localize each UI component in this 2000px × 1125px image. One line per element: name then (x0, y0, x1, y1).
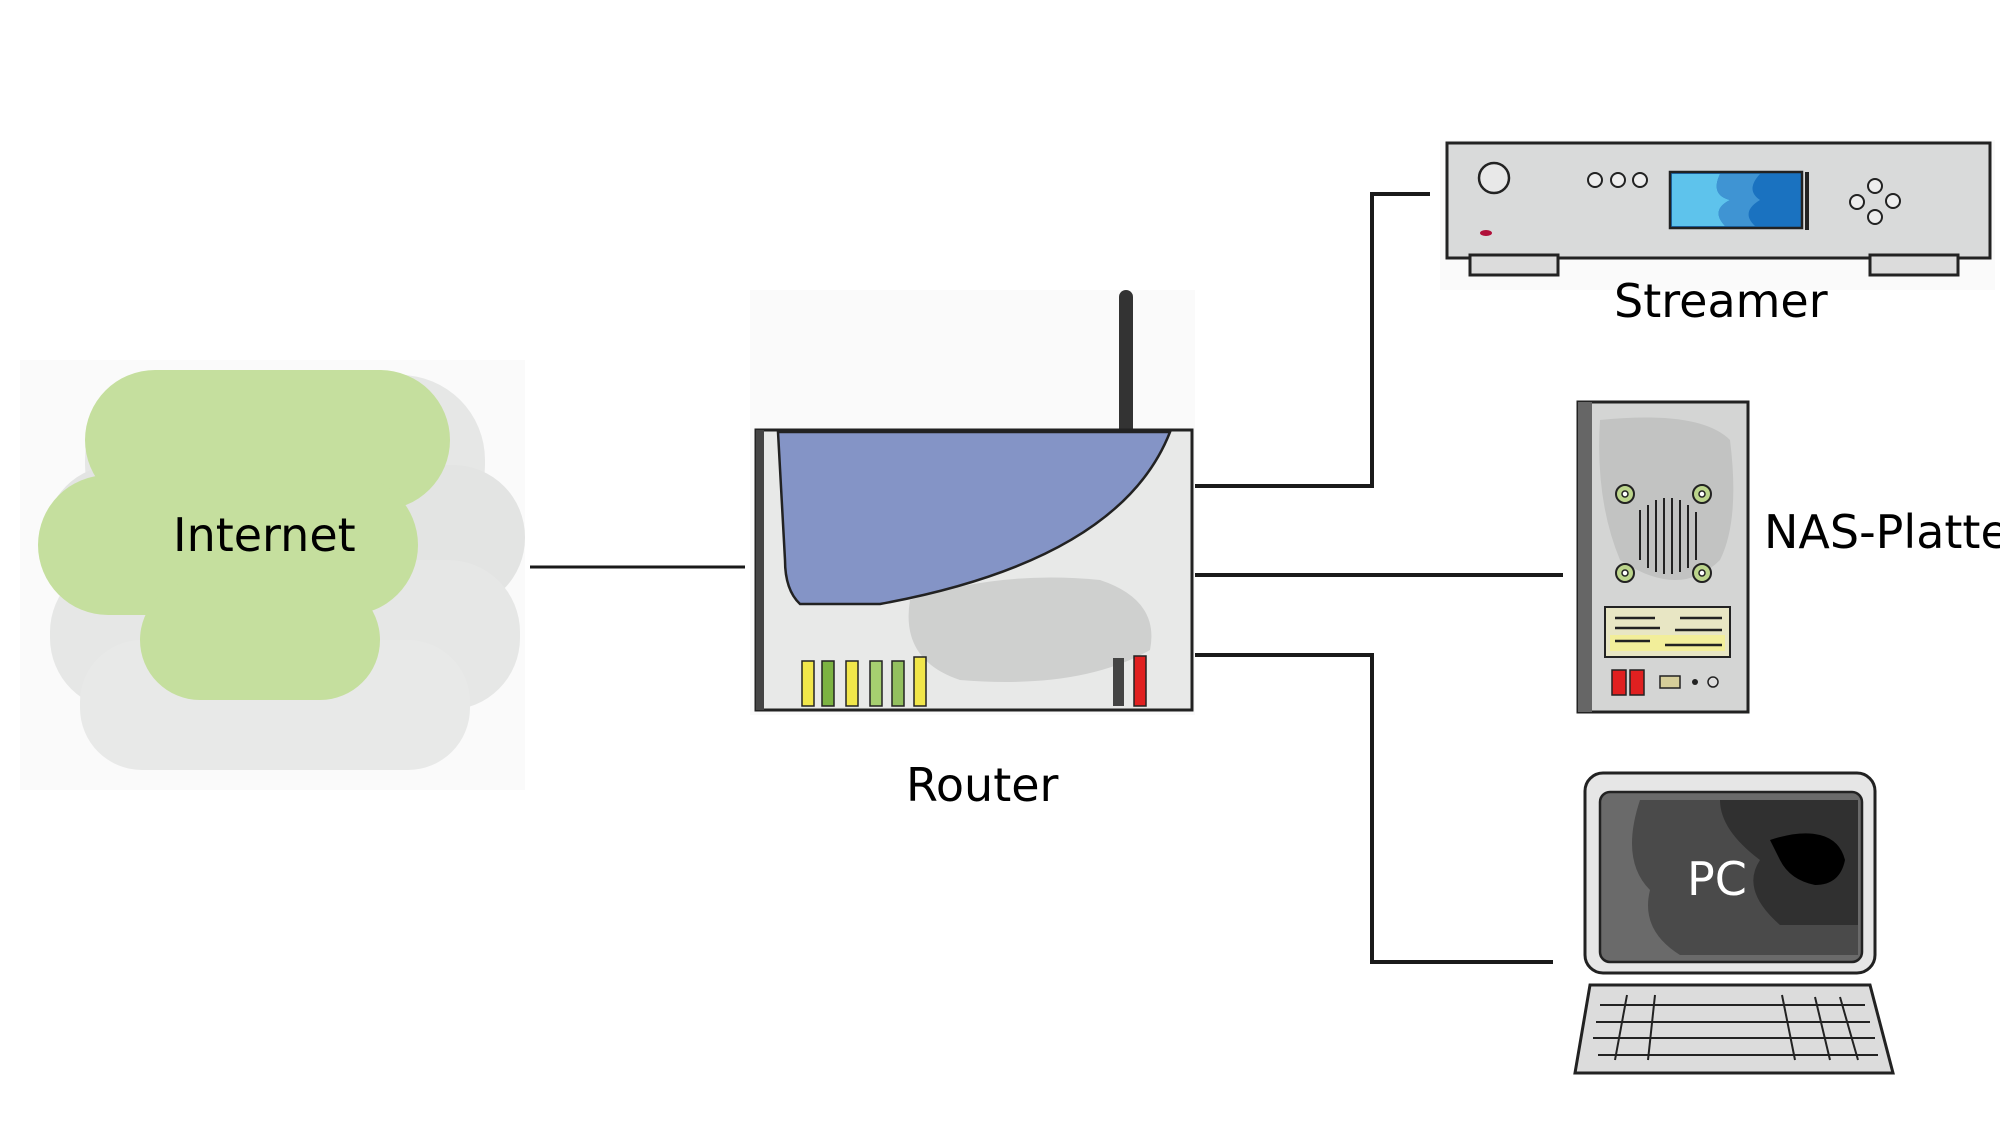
nas-drive-icon (1576, 400, 1750, 714)
pc-label: PC (1687, 852, 1747, 906)
internet-cloud-icon (20, 360, 525, 790)
connection-router-streamer (1193, 192, 1430, 488)
internet-label: Internet (173, 508, 356, 562)
connections (530, 192, 1563, 964)
streamer-label: Streamer (1614, 274, 1828, 328)
connection-router-pc (1193, 653, 1553, 964)
router-icon (750, 290, 1195, 715)
pc-icon (1573, 771, 1895, 1075)
nas-label: NAS-Platte (1764, 505, 2000, 559)
streamer-icon (1440, 140, 1995, 290)
router-label: Router (906, 758, 1059, 812)
